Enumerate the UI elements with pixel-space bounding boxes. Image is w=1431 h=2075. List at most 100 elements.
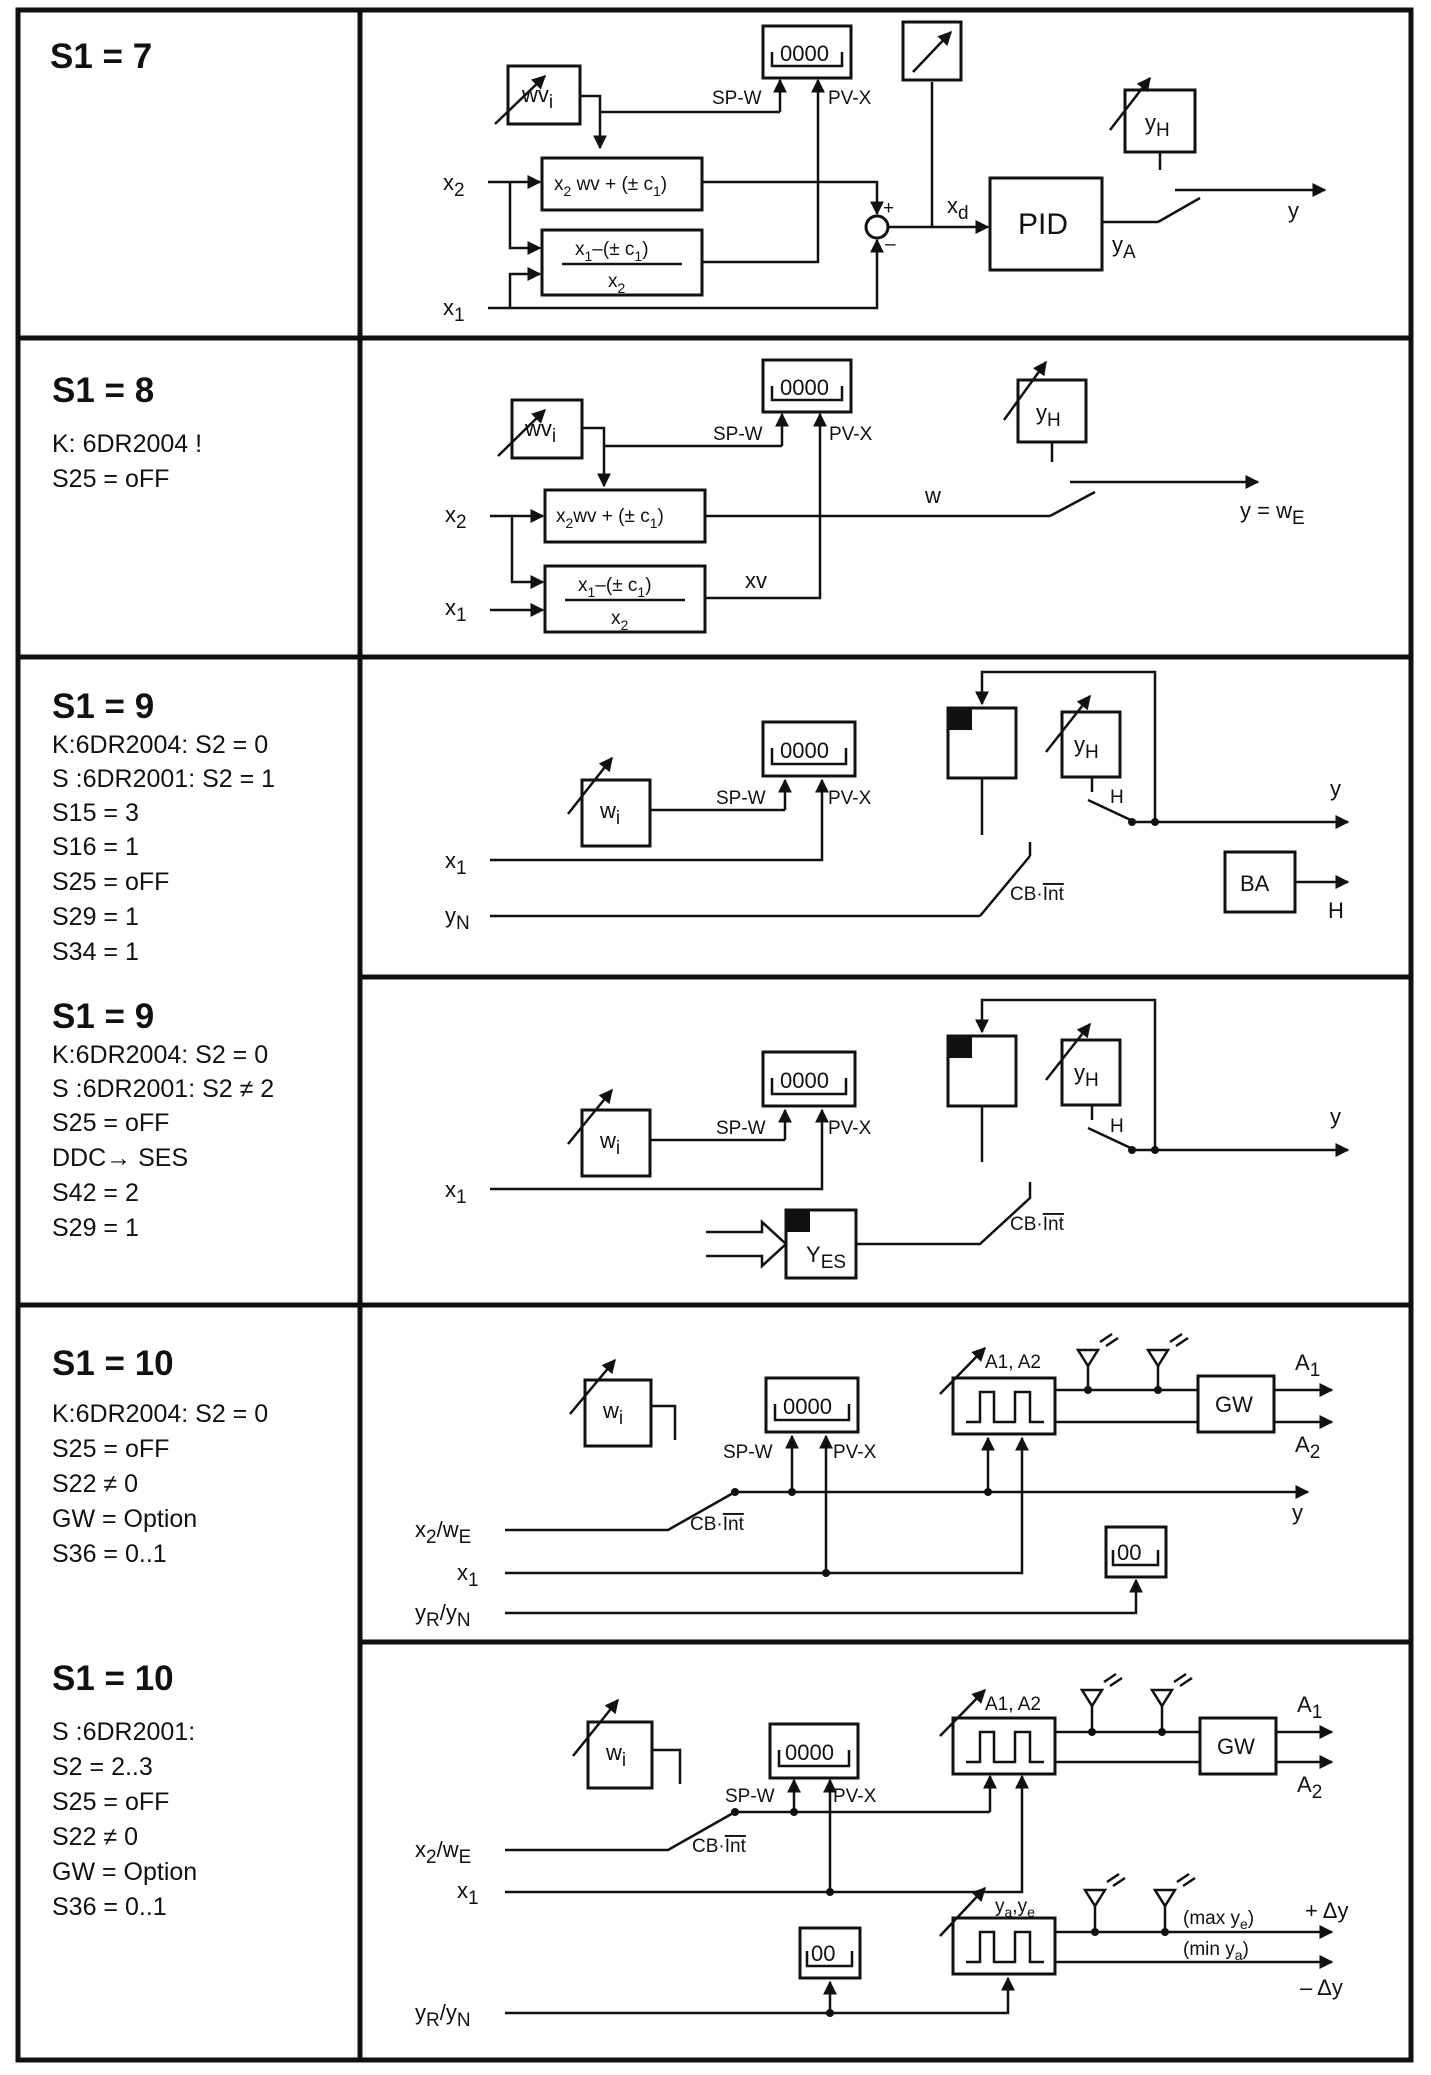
setpoint-box	[586, 1720, 654, 1790]
setting-line: GW = Option	[52, 1505, 197, 1533]
setting-line: S :6DR2001: S2 = 1	[52, 765, 275, 793]
setting-line: S22 ≠ 0	[52, 1470, 138, 1498]
svg-text:x2/wE: x2/wE	[415, 1837, 471, 1868]
svg-text:x2/wE: x2/wE	[415, 1517, 471, 1548]
svg-text:x1: x1	[443, 295, 465, 326]
limit-block	[951, 1376, 1057, 1436]
svg-text:wi: wi	[602, 1398, 623, 1429]
svg-text:YES: YES	[806, 1242, 846, 1273]
digital-display	[761, 720, 857, 778]
svg-text:A1: A1	[1297, 1692, 1322, 1723]
setpoint-box	[583, 1378, 653, 1448]
svg-text:y = wE: y = wE	[1240, 498, 1305, 529]
svg-text:x2 wv + (± c1): x2 wv + (± c1)	[554, 174, 667, 199]
section-title: S1 = 9	[52, 997, 154, 1036]
setting-line: S36 = 0..1	[52, 1893, 167, 1921]
svg-text:yH: yH	[1145, 110, 1170, 141]
diagram-s1-10-b: wi 0000 SP-W PV-X A1, A2 GW A1 A2 x2/wE …	[415, 1672, 1348, 2031]
setting-line: K:6DR2004: S2 = 0	[52, 731, 268, 759]
svg-text:yA: yA	[1112, 232, 1136, 263]
settings-column: S1 = 7 S1 = 8 K: 6DR2004 ! S25 = oFF S1 …	[50, 37, 275, 1921]
svg-text:yR/yN: yR/yN	[415, 1600, 471, 1631]
setting-line: S2 = 2..3	[52, 1753, 153, 1781]
svg-text:A1, A2: A1, A2	[985, 1352, 1041, 1373]
digital-display	[761, 358, 853, 414]
svg-text:x1: x1	[445, 848, 467, 879]
setting-line: K:6DR2004: S2 = 0	[52, 1400, 268, 1428]
svg-text:H: H	[1110, 787, 1124, 808]
ba-block	[1223, 850, 1297, 914]
manual-output-box	[1060, 1038, 1122, 1107]
section-title: S1 = 7	[50, 37, 152, 76]
svg-text:yH: yH	[1074, 1060, 1099, 1091]
svg-text:A1: A1	[1295, 1350, 1320, 1381]
svg-text:wvi: wvi	[521, 82, 553, 113]
svg-text:+: +	[883, 198, 894, 219]
svg-text:y: y	[1292, 1500, 1303, 1525]
svg-text:(min ya): (min ya)	[1183, 1939, 1249, 1963]
diagram-s1-8: wvi 0000 yH x2wv + (± c1) x1–(± c1) x2 x…	[445, 358, 1305, 634]
gw-block	[1196, 1374, 1276, 1434]
setting-line: S36 = 0..1	[52, 1540, 167, 1568]
svg-text:GW: GW	[1217, 1734, 1255, 1759]
section-title: S1 = 9	[52, 687, 154, 726]
svg-text:0000: 0000	[780, 41, 829, 66]
setting-line: DDC→ SES	[52, 1144, 188, 1172]
digital-display	[764, 1376, 860, 1434]
svg-text:w: w	[924, 483, 941, 508]
setting-line: S29 = 1	[52, 1214, 139, 1242]
manual-output-box	[1060, 710, 1122, 779]
svg-text:0000: 0000	[785, 1740, 834, 1765]
setting-line: S25 = oFF	[52, 1788, 169, 1816]
svg-text:wvi: wvi	[524, 416, 556, 447]
svg-text:y: y	[1288, 198, 1299, 223]
setting-line: S29 = 1	[52, 903, 139, 931]
diagram-s1-9-b: wi 0000 SP-W PV-X x1 YES CB·Int yH H y	[445, 998, 1350, 1280]
setting-line: S25 = oFF	[52, 465, 169, 493]
svg-text:x2: x2	[443, 170, 465, 201]
svg-text:yN: yN	[445, 903, 470, 934]
svg-text:x2wv + (± c1): x2wv + (± c1)	[556, 506, 664, 531]
setting-line: S16 = 1	[52, 833, 139, 861]
svg-text:SP-W: SP-W	[716, 1118, 766, 1139]
svg-text:wi: wi	[605, 1740, 626, 1771]
svg-text:yH: yH	[1036, 400, 1061, 431]
manual-output-box	[1016, 378, 1088, 444]
setting-line: S34 = 1	[52, 938, 139, 966]
svg-text:x1: x1	[445, 595, 467, 626]
svg-text:ya,ye: ya,ye	[995, 1896, 1035, 1920]
svg-text:SP-W: SP-W	[712, 88, 762, 109]
svg-text:00: 00	[811, 1941, 835, 1966]
svg-text:wi: wi	[599, 798, 620, 829]
output-limit-block	[951, 1916, 1057, 1976]
svg-text:H: H	[1110, 1116, 1124, 1137]
svg-text:CB·Int: CB·Int	[692, 1836, 747, 1857]
section-title: S1 = 10	[52, 1344, 174, 1383]
svg-text:0000: 0000	[783, 1394, 832, 1419]
section-title: S1 = 8	[52, 371, 154, 410]
svg-text:PV-X: PV-X	[828, 788, 872, 809]
svg-text:yH: yH	[1074, 732, 1099, 763]
gw-block	[1198, 1716, 1278, 1776]
svg-text:00: 00	[1117, 1540, 1141, 1565]
svg-text:x2: x2	[611, 608, 629, 633]
svg-text:x2: x2	[445, 502, 467, 533]
setting-line: S42 = 2	[52, 1179, 139, 1207]
svg-text:H: H	[1328, 898, 1344, 923]
setting-line: K: 6DR2004 !	[52, 430, 202, 458]
svg-text:x2: x2	[608, 271, 626, 296]
svg-text:PID: PID	[1018, 208, 1068, 241]
setpoint-box	[580, 778, 652, 848]
svg-text:CB·Int: CB·Int	[690, 1514, 745, 1535]
svg-text:xd: xd	[947, 193, 969, 224]
setting-line: S :6DR2001: S2 ≠ 2	[52, 1075, 274, 1103]
svg-text:0000: 0000	[780, 1068, 829, 1093]
svg-text:PV-X: PV-X	[833, 1442, 877, 1463]
setting-line: S25 = oFF	[52, 1435, 169, 1463]
svg-text:x1: x1	[445, 1177, 467, 1208]
svg-text:0000: 0000	[780, 375, 829, 400]
digital-display	[761, 24, 853, 80]
svg-text:0000: 0000	[780, 738, 829, 763]
diagram-s1-9-a: wi 0000 SP-W PV-X x1 yN CB·Int yH H y BA…	[445, 670, 1350, 934]
